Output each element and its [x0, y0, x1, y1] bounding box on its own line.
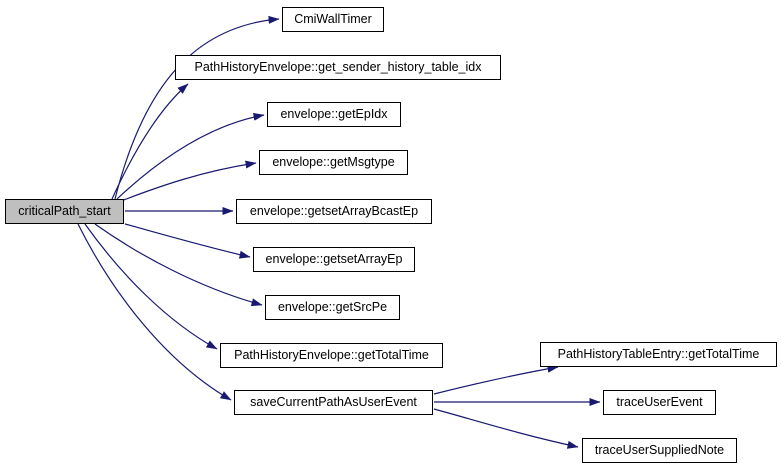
edge-criticalPath_start-PathHistoryEnvelope_getTotalTime	[84, 223, 218, 350]
edge-criticalPath_start-getSrcPe	[94, 223, 263, 307]
edge-criticalPath_start-get_sender_history_table_idx	[111, 83, 189, 200]
node-traceUserSuppliedNote[interactable]: traceUserSuppliedNote	[582, 438, 737, 463]
edge-saveCurrentPathAsUserEvent-PathHistoryTableEntry_getTotalTime	[433, 364, 559, 395]
node-getsetArrayEp[interactable]: envelope::getsetArrayEp	[253, 247, 415, 272]
node-PathHistoryEnvelope-getTotalTime[interactable]: PathHistoryEnvelope::getTotalTime	[220, 343, 443, 368]
edge-criticalPath_start-getsetArrayEp	[124, 223, 251, 259]
node-get-sender-history-table-idx[interactable]: PathHistoryEnvelope::get_sender_history_…	[175, 55, 501, 80]
edge-criticalPath_start-saveCurrentPathAsUserEvent	[77, 223, 232, 401]
node-getEpIdx[interactable]: envelope::getEpIdx	[267, 102, 401, 127]
node-getSrcPe[interactable]: envelope::getSrcPe	[265, 295, 400, 320]
node-getMsgtype[interactable]: envelope::getMsgtype	[259, 150, 408, 175]
edge-criticalPath_start-getEpIdx	[116, 112, 265, 200]
node-saveCurrentPathAsUserEvent[interactable]: saveCurrentPathAsUserEvent	[234, 390, 433, 415]
node-getsetArrayBcastEp[interactable]: envelope::getsetArrayBcastEp	[236, 199, 432, 224]
edge-saveCurrentPathAsUserEvent-traceUserSuppliedNote	[433, 408, 579, 449]
edge-criticalPath_start-CmiWallTimer	[114, 15, 280, 200]
node-traceUserEvent[interactable]: traceUserEvent	[603, 390, 716, 415]
node-PathHistoryTableEntry-getTotalTime[interactable]: PathHistoryTableEntry::getTotalTime	[540, 342, 777, 367]
node-criticalPath_start[interactable]: criticalPath_start	[5, 199, 124, 224]
edge-criticalPath_start-getMsgtype	[120, 160, 257, 202]
node-CmiWallTimer[interactable]: CmiWallTimer	[282, 7, 384, 32]
